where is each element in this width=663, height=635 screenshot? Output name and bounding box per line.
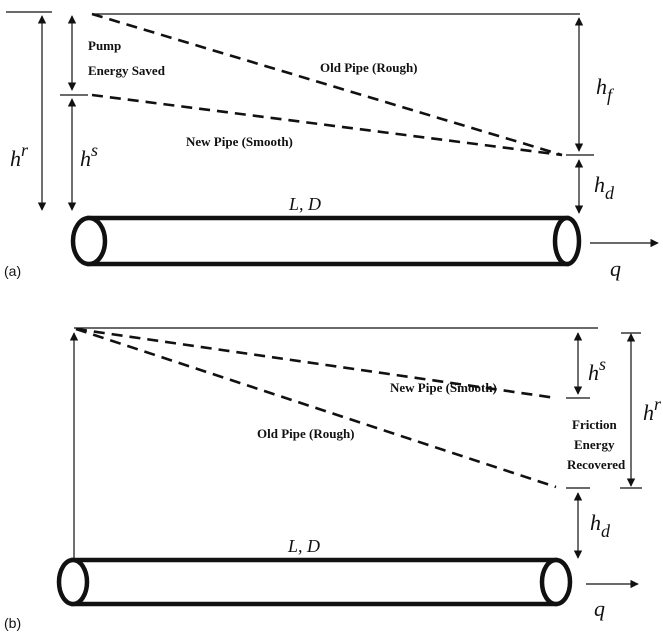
hf-label-a: hf [596, 74, 615, 105]
old-pipe-grade-line-b [75, 327, 557, 489]
old-pipe-label-b: Old Pipe (Rough) [257, 426, 355, 441]
hs-label-b: hs [588, 354, 606, 385]
new-pipe-grade-line-b [75, 327, 557, 400]
pipe-right-end-a [552, 215, 582, 267]
flow-label-a: q [610, 256, 621, 281]
friction-label-line1-b: Friction [572, 417, 618, 432]
friction-label-line3-b: Recovered [567, 457, 626, 472]
hd-label-b: hd [590, 510, 611, 541]
hr-label-b: hr [643, 394, 662, 425]
pipe-right-end-b [539, 557, 573, 607]
pipe-left-end-b [56, 557, 90, 607]
flow-label-b: q [594, 596, 605, 621]
new-pipe-grade-line-a [91, 93, 563, 157]
pump-label-line2-a: Energy Saved [88, 63, 166, 78]
panel-tag-b: (b) [4, 615, 21, 631]
pipe-label-a: L, D [288, 194, 321, 214]
friction-label-line2-b: Energy [574, 437, 615, 452]
pipe-label-b: L, D [287, 536, 320, 556]
hr-label-a: hr [10, 140, 29, 171]
hs-label-a: hs [80, 140, 98, 171]
old-pipe-grade-line-a [91, 12, 563, 157]
pipe-body-a [86, 215, 570, 267]
panel-tag-a: (a) [4, 263, 21, 279]
pump-label-line1-a: Pump [88, 38, 121, 53]
old-pipe-label-a: Old Pipe (Rough) [320, 60, 418, 75]
pipe-left-end-a [70, 215, 108, 267]
panel-a: Pump Energy Saved Old Pipe (Rough) New P… [4, 11, 659, 281]
new-pipe-label-b: New Pipe (Smooth) [390, 380, 497, 395]
pipe-body-b [70, 557, 558, 607]
hd-label-a: hd [594, 172, 615, 203]
panel-b: New Pipe (Smooth) Old Pipe (Rough) Frict… [4, 327, 662, 631]
new-pipe-label-a: New Pipe (Smooth) [186, 134, 293, 149]
